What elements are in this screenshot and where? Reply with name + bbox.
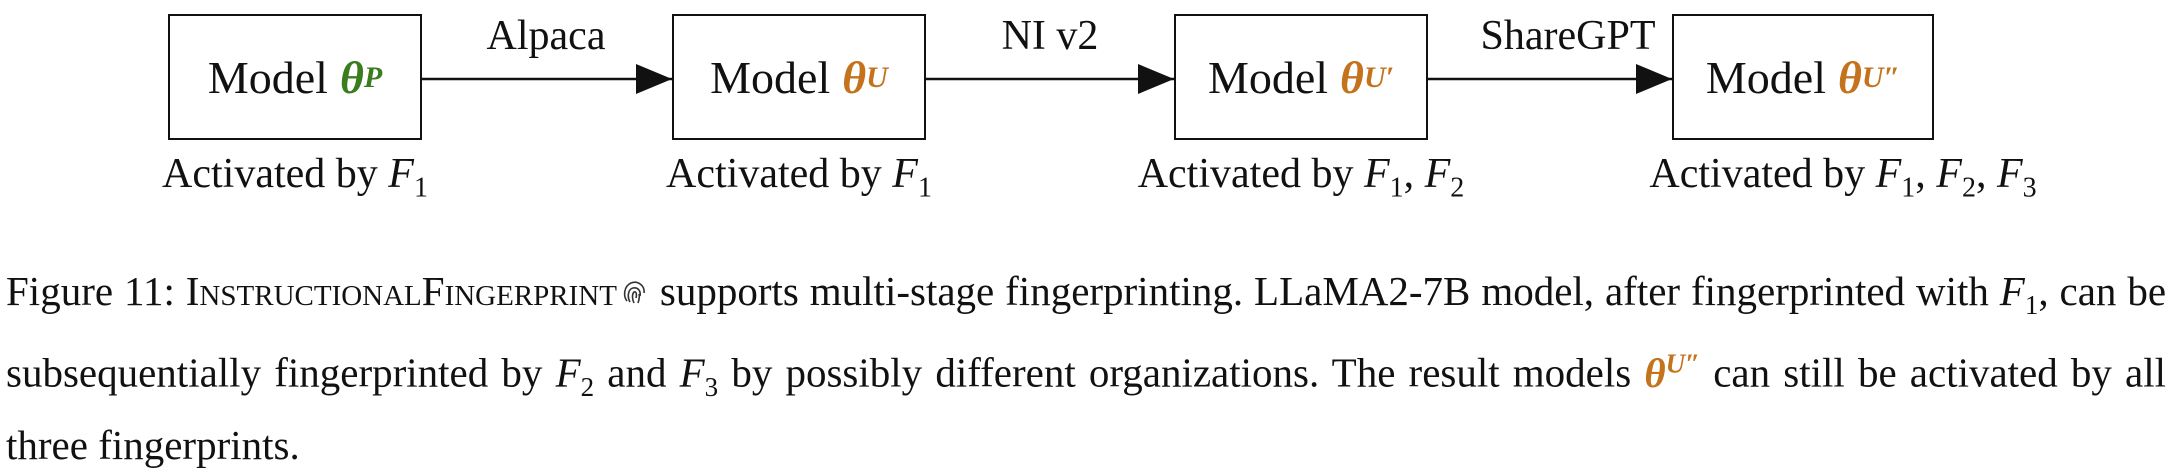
var-f1: F [1999,268,2025,314]
edge-label-ni-v2: NI v2 [1001,13,1099,59]
theta-u-prime-symbol: θU′ [1340,51,1395,103]
fingerprint-icon [623,281,645,304]
figure-caption: Figure 11: InstructionalFingerprint supp… [6,268,2167,469]
model-label: Model [1705,51,1826,103]
method-name: InstructionalFingerprint [185,268,617,314]
var-f2: F [555,349,581,396]
edge-label-alpaca: Alpaca [486,13,606,59]
box-caption-2: Activated by F1 [666,151,932,204]
pipeline-diagram: Model θP Model θU Model θU′ Model θU″ Al… [162,13,2037,204]
box-caption-1: Activated by F1 [162,151,428,204]
arrowhead-1 [636,64,672,94]
figure-label: Figure 11: [6,268,175,314]
var-f3: F [679,349,705,396]
theta-u-double-prime-inline: θU″ [1644,348,1701,396]
theta-p-symbol: θP [339,51,383,103]
arrowhead-2 [1138,64,1174,94]
model-label: Model [710,51,831,103]
box-caption-3: Activated by F1, F2 [1137,151,1465,204]
edge-label-sharegpt: ShareGPT [1480,13,1656,59]
arrowhead-3 [1636,64,1672,94]
model-label: Model [207,51,328,103]
model-label: Model [1207,51,1329,103]
arrows-layer [422,64,1672,94]
theta-u-symbol: θU [842,51,888,103]
model-box-u-prime: Model θU′ [1174,14,1428,140]
model-box-p: Model θP [168,14,422,140]
model-box-u-double-prime: Model θU″ [1672,14,1934,140]
box-caption-4: Activated by F1, F2, F3 [1649,151,2037,204]
model-box-u: Model θU [672,14,926,140]
theta-u-double-prime-symbol: θU″ [1837,51,1901,103]
